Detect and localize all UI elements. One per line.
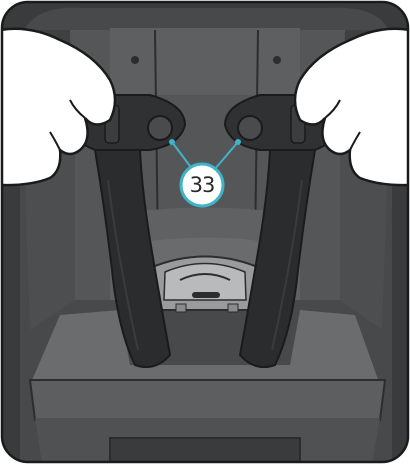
car-seat-illustration — [0, 0, 410, 464]
